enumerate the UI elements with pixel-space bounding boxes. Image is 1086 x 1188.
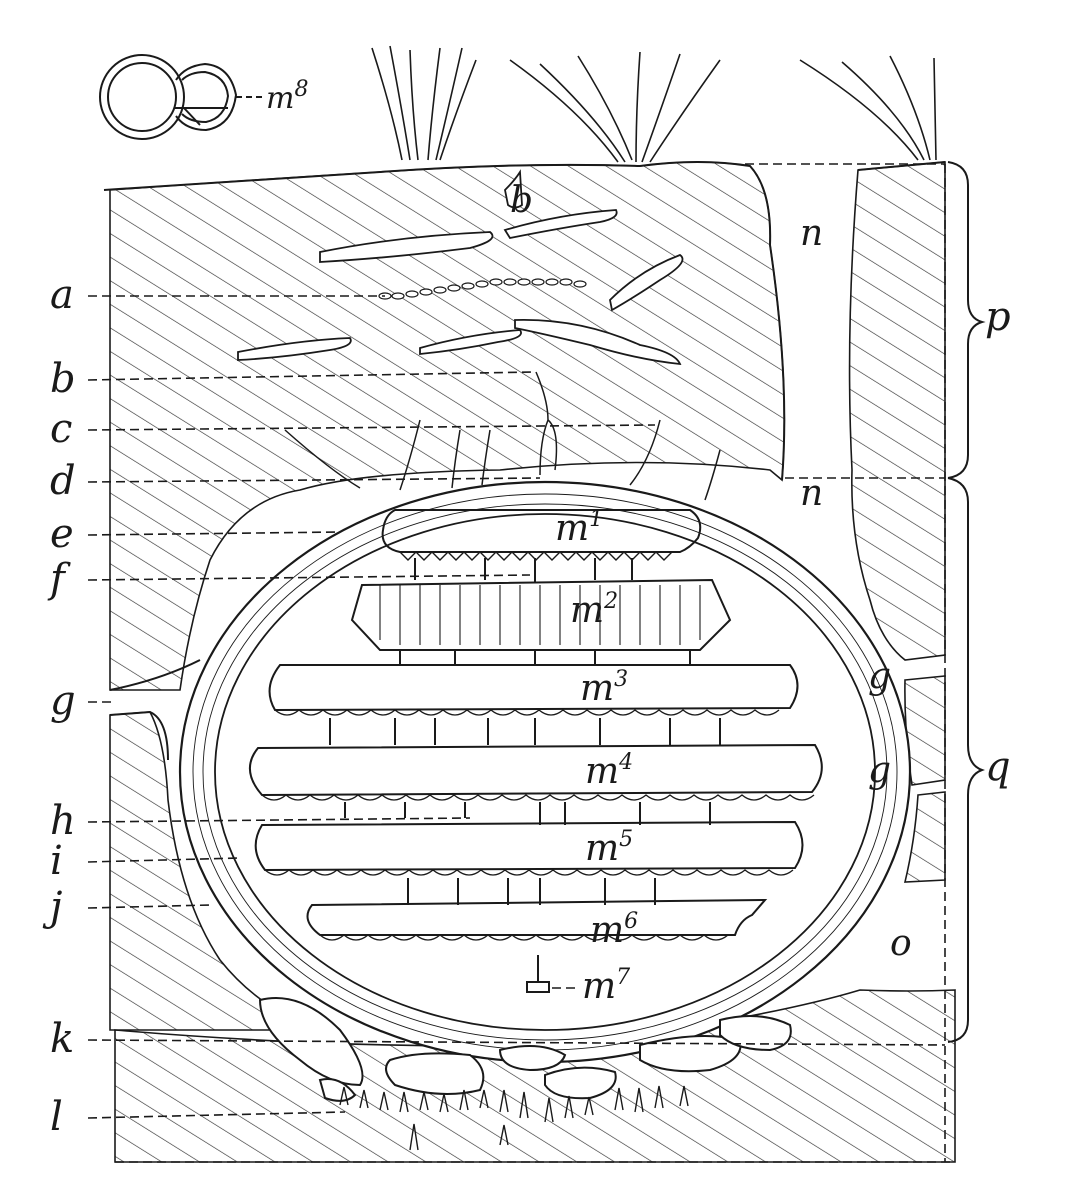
- label-e: e: [50, 511, 74, 557]
- label-p: p: [985, 294, 1011, 340]
- label-f: f: [47, 556, 71, 602]
- label-b-top: b: [510, 180, 533, 221]
- grass-tufts: [372, 46, 936, 162]
- label-l: l: [50, 1094, 63, 1140]
- label-g-right-2: g: [868, 750, 891, 791]
- label-n-upper: n: [800, 213, 823, 254]
- label-c: c: [50, 406, 72, 452]
- nest-envelope-inner: [215, 514, 875, 1030]
- label-o: o: [890, 923, 912, 964]
- label-d: d: [50, 458, 76, 504]
- label-n-lower: n: [800, 473, 823, 514]
- label-m8: m8: [266, 77, 308, 116]
- label-i: i: [50, 838, 63, 884]
- label-g: g: [50, 678, 76, 724]
- label-q: q: [985, 744, 1011, 790]
- brace-p: [948, 162, 982, 478]
- left-labels: a b c d e f g h i j k l: [42, 272, 76, 1140]
- soil-right-column: [850, 162, 945, 660]
- label-j: j: [42, 884, 62, 930]
- label-k: k: [50, 1016, 74, 1062]
- brace-q: [948, 478, 982, 1042]
- label-a: a: [50, 272, 74, 318]
- label-b: b: [50, 356, 76, 402]
- soil-right-block-lower: [905, 792, 945, 882]
- inset-cells: [100, 55, 262, 139]
- label-g-right-1: g: [868, 656, 891, 697]
